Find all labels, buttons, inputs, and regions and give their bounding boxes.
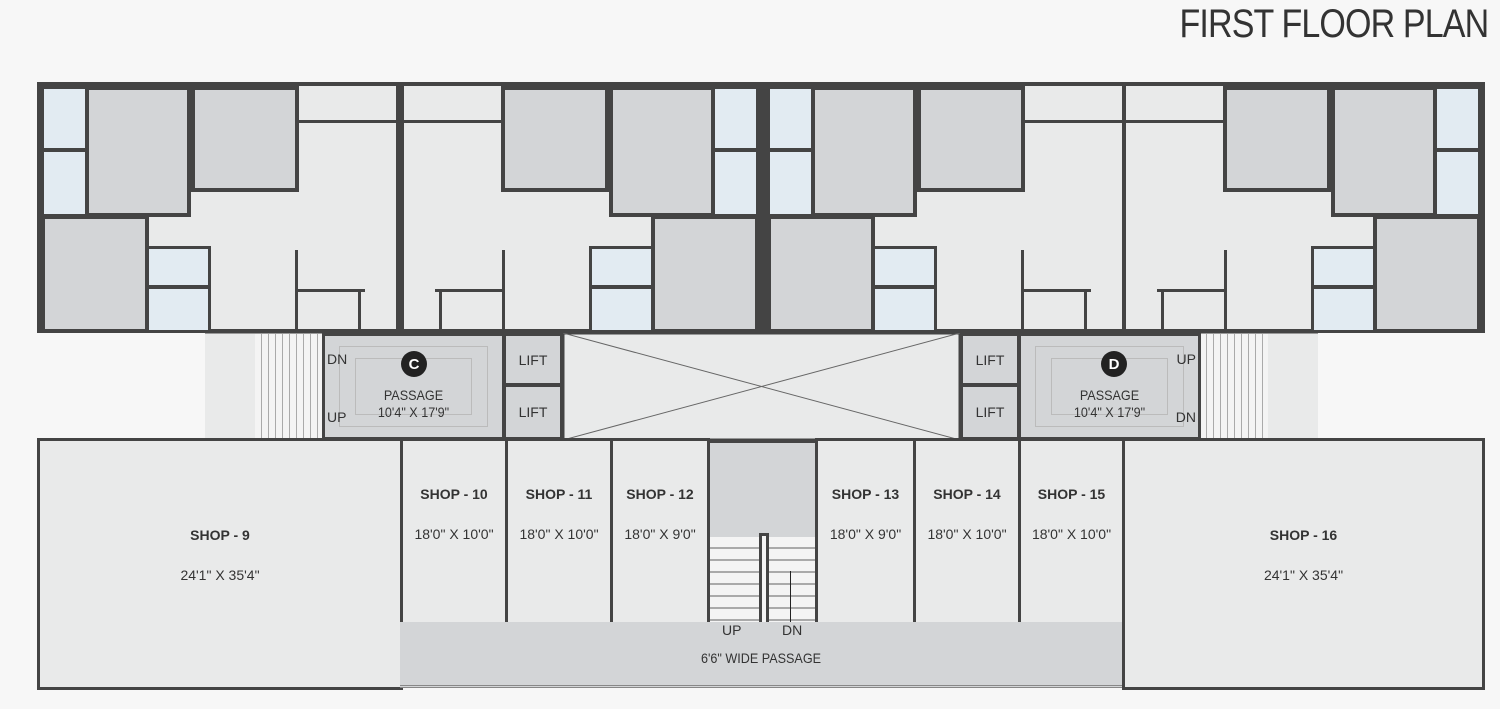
flat-unit bbox=[37, 82, 400, 333]
passage-label: PASSAGE bbox=[1079, 387, 1140, 403]
toilet bbox=[1311, 246, 1376, 288]
toilet bbox=[712, 86, 759, 151]
shop-name: SHOP - 16 bbox=[1269, 527, 1338, 543]
lift: LIFT bbox=[503, 384, 563, 440]
passage-size: 10'4" X 17'9" bbox=[1073, 404, 1146, 420]
arrow-up-icon bbox=[790, 571, 791, 625]
toilet bbox=[767, 86, 814, 151]
wall bbox=[1023, 120, 1123, 123]
stair-direction: UP bbox=[1176, 351, 1196, 367]
bedroom bbox=[767, 215, 875, 333]
lift: LIFT bbox=[503, 333, 563, 386]
wall bbox=[403, 120, 503, 123]
central-staircase[interactable] bbox=[707, 440, 818, 625]
toilet bbox=[767, 149, 814, 217]
toilet bbox=[1434, 149, 1481, 217]
shop-name: SHOP - 9 bbox=[190, 527, 250, 543]
bedroom bbox=[501, 86, 609, 192]
open-void bbox=[563, 333, 960, 440]
shop-name: SHOP - 15 bbox=[1037, 486, 1106, 502]
bedroom bbox=[1373, 215, 1481, 333]
passage-d: D PASSAGE 10'4" X 17'9" UP DN bbox=[1018, 333, 1201, 440]
wall bbox=[295, 289, 365, 292]
wide-passage: UP DN 6'6" WIDE PASSAGE bbox=[400, 622, 1122, 688]
shop-name: SHOP - 12 bbox=[626, 486, 694, 502]
toilet bbox=[1311, 286, 1376, 333]
passage-badge: D bbox=[1101, 351, 1127, 377]
wall bbox=[297, 120, 397, 123]
passage-badge: C bbox=[401, 351, 427, 377]
flat-unit bbox=[1122, 82, 1485, 333]
stair-direction: DN bbox=[1175, 409, 1196, 425]
shop-size: 18'0" X 10'0" bbox=[927, 526, 1007, 542]
bedroom bbox=[917, 86, 1025, 192]
shop-10[interactable]: SHOP - 10 18'0" X 10'0" bbox=[400, 438, 508, 625]
plan-title: FIRST FLOOR PLAN bbox=[1179, 2, 1489, 46]
passage-size: 10'4" X 17'9" bbox=[377, 404, 450, 420]
shop-name: SHOP - 13 bbox=[831, 486, 900, 502]
shop-14[interactable]: SHOP - 14 18'0" X 10'0" bbox=[913, 438, 1021, 625]
wall bbox=[1157, 289, 1227, 292]
shop-16[interactable]: SHOP - 16 24'1" X 35'4" bbox=[1122, 438, 1485, 690]
bedroom bbox=[1223, 86, 1331, 192]
shop-size: 24'1" X 35'4" bbox=[180, 567, 260, 583]
shop-15[interactable]: SHOP - 15 18'0" X 10'0" bbox=[1018, 438, 1125, 625]
bedroom bbox=[191, 86, 299, 192]
bedroom bbox=[1331, 86, 1437, 217]
wall bbox=[1125, 120, 1225, 123]
toilet bbox=[146, 246, 211, 288]
passage-c: C PASSAGE 10'4" X 17'9" DN UP bbox=[322, 333, 505, 440]
toilet bbox=[41, 86, 88, 151]
bedroom bbox=[811, 86, 917, 217]
shop-size: 24'1" X 35'4" bbox=[1263, 567, 1344, 583]
bedroom bbox=[85, 86, 191, 217]
shop-size: 18'0" X 9'0" bbox=[624, 526, 696, 542]
stair-direction: DN bbox=[327, 351, 348, 367]
flat-unit bbox=[763, 82, 1126, 333]
flat-unit bbox=[400, 82, 763, 333]
toilet bbox=[41, 149, 88, 217]
shop-11[interactable]: SHOP - 11 18'0" X 10'0" bbox=[505, 438, 613, 625]
staircase-left[interactable] bbox=[255, 334, 322, 439]
passage-label: PASSAGE bbox=[383, 387, 444, 403]
shop-13[interactable]: SHOP - 13 18'0" X 9'0" bbox=[815, 438, 916, 625]
lift: LIFT bbox=[960, 333, 1020, 386]
stair-down-label: DN bbox=[782, 622, 803, 638]
toilet bbox=[872, 286, 937, 333]
shop-name: SHOP - 11 bbox=[525, 486, 593, 502]
toilet bbox=[1434, 86, 1481, 151]
wall bbox=[1161, 289, 1164, 333]
bedroom bbox=[609, 86, 715, 217]
toilet bbox=[589, 286, 654, 333]
bedroom bbox=[651, 215, 759, 333]
staircase-right[interactable] bbox=[1200, 334, 1268, 439]
shop-9[interactable]: SHOP - 9 24'1" X 35'4" bbox=[37, 438, 403, 690]
wall bbox=[1084, 289, 1087, 333]
toilet bbox=[872, 246, 937, 288]
wall bbox=[435, 289, 505, 292]
wall bbox=[1021, 289, 1091, 292]
wall bbox=[358, 289, 361, 333]
shop-name: SHOP - 14 bbox=[933, 486, 1001, 502]
shop-size: 18'0" X 10'0" bbox=[414, 526, 494, 542]
lift: LIFT bbox=[960, 384, 1020, 440]
toilet bbox=[712, 149, 759, 217]
shop-name: SHOP - 10 bbox=[420, 486, 488, 502]
wall bbox=[439, 289, 442, 333]
toilet bbox=[146, 286, 211, 333]
shop-size: 18'0" X 10'0" bbox=[519, 526, 599, 542]
toilet bbox=[589, 246, 654, 288]
stair-direction: UP bbox=[327, 409, 347, 425]
shop-size: 18'0" X 10'0" bbox=[1031, 526, 1112, 542]
shop-12[interactable]: SHOP - 12 18'0" X 9'0" bbox=[610, 438, 710, 625]
shop-size: 18'0" X 9'0" bbox=[829, 526, 902, 542]
stair-up-label: UP bbox=[722, 622, 742, 638]
wide-passage-label: 6'6" WIDE PASSAGE bbox=[700, 650, 822, 666]
bedroom bbox=[41, 215, 149, 333]
